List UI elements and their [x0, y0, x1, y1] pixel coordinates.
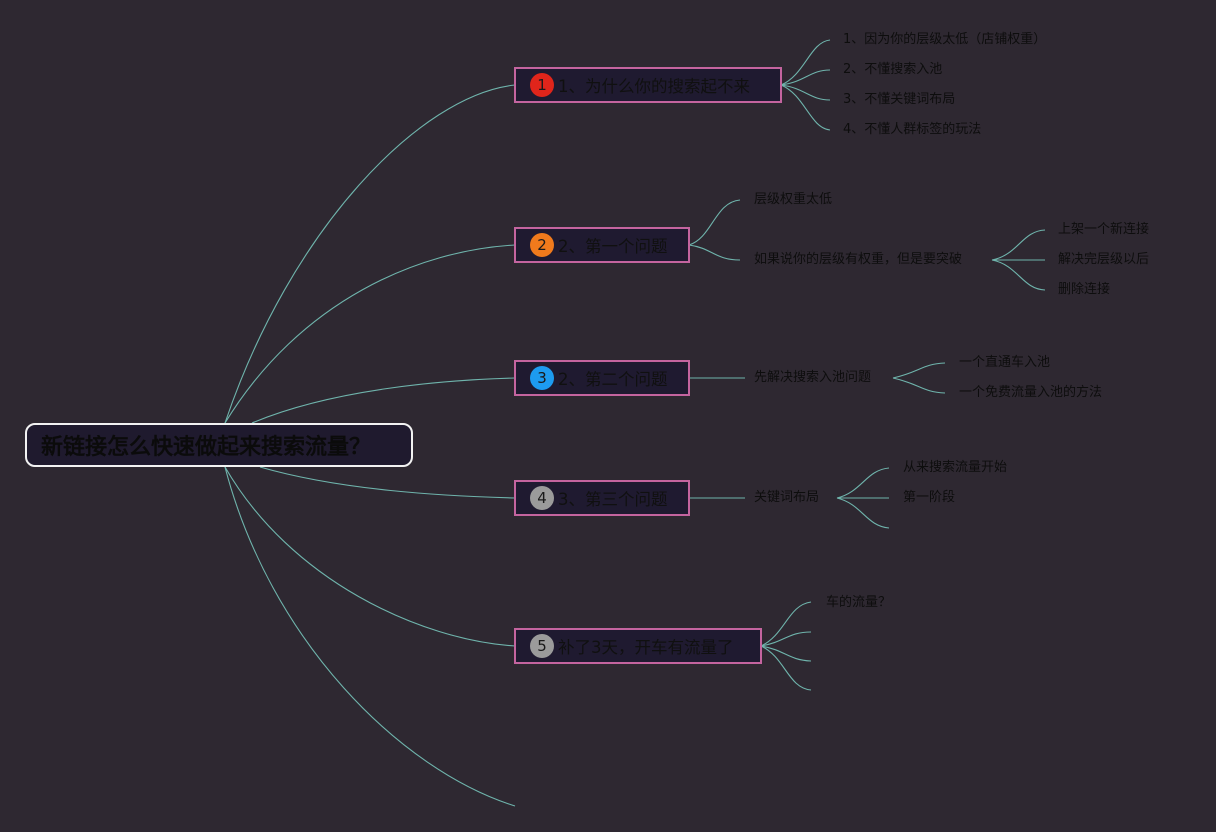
topic-2-child-2[interactable]: 如果说你的层级有权重，但是要突破: [754, 252, 963, 267]
topic-3-number-badge: 3: [530, 366, 554, 390]
topic-4[interactable]: 4 3、第三个问题: [514, 480, 690, 516]
topic-2-grandchild-1[interactable]: 上架一个新连接: [1058, 222, 1150, 237]
topic-4-number-badge: 4: [530, 486, 554, 510]
topic-1-label: 1、为什么你的搜索起不来: [558, 77, 750, 96]
connector-root-topic1: [224, 84, 516, 424]
topic-4-grandchild-1[interactable]: 从来搜索流量开始: [903, 460, 1008, 475]
topic-4-label: 3、第三个问题: [558, 490, 668, 509]
connector-root-empty: [224, 466, 516, 807]
connector-t1-c4: [780, 84, 831, 131]
topic-3-child-1[interactable]: 先解决搜索入池问题: [754, 370, 872, 385]
topic-1[interactable]: 1 1、为什么你的搜索起不来: [514, 67, 782, 103]
topic-1-number-badge: 1: [530, 73, 554, 97]
root-topic[interactable]: 新链接怎么快速做起来搜索流量？: [25, 423, 413, 467]
topic-5-child-1[interactable]: 车的流量？: [826, 595, 892, 610]
topic-3-grandchild-2[interactable]: 一个免费流量入池的方法: [959, 385, 1103, 400]
topic-2[interactable]: 2 2、第一个问题: [514, 227, 690, 263]
topic-1-child-2[interactable]: 2、不懂搜索入池: [843, 62, 943, 77]
topic-2-grandchild-3[interactable]: 删除连接: [1058, 282, 1111, 297]
topic-5[interactable]: 5 补了3天，开车有流量了: [514, 628, 762, 664]
connector-t5-c4: [760, 645, 812, 691]
topic-3-grandchild-1[interactable]: 一个直通车入池: [959, 355, 1051, 370]
topic-4-grandchild-2[interactable]: 第一阶段: [903, 490, 956, 505]
connector-t3-gc2: [892, 377, 946, 394]
topic-2-grandchild-2[interactable]: 解决完层级以后: [1058, 252, 1150, 267]
connector-t2-gc3: [991, 259, 1046, 291]
connector-root-topic5: [224, 466, 516, 647]
connector-t3-gc1: [892, 362, 946, 379]
connector-t4-gc1: [836, 467, 890, 499]
topic-1-child-3[interactable]: 3、不懂关键词布局: [843, 92, 956, 107]
connector-t1-c3: [780, 84, 831, 101]
connector-t1-c1: [780, 39, 831, 86]
connector-t2-c1: [688, 199, 741, 246]
topic-1-child-1[interactable]: 1、因为你的层级太低（店铺权重）: [843, 32, 1047, 47]
topic-2-number-badge: 2: [530, 233, 554, 257]
connector-t5-c2: [760, 631, 812, 647]
topic-4-child-1[interactable]: 关键词布局: [754, 490, 820, 505]
topic-3[interactable]: 3 2、第二个问题: [514, 360, 690, 396]
topic-1-child-4[interactable]: 4、不懂人群标签的玩法: [843, 122, 982, 137]
connector-t1-c2: [780, 69, 831, 86]
topic-3-label: 2、第二个问题: [558, 370, 668, 389]
connector-root-topic2: [224, 244, 516, 424]
connector-root-topic3: [251, 377, 516, 424]
topic-2-child-1[interactable]: 层级权重太低: [754, 192, 833, 207]
connector-t2-c2: [688, 244, 741, 261]
connector-t2-gc1: [991, 229, 1046, 261]
connector-root-topic4: [259, 466, 516, 499]
topic-5-label: 补了3天，开车有流量了: [558, 638, 734, 657]
topic-5-number-badge: 5: [530, 634, 554, 658]
connector-t4-gc3: [836, 497, 890, 529]
topic-2-label: 2、第一个问题: [558, 237, 668, 256]
connector-t5-c3: [760, 645, 812, 662]
connector-t5-c1: [760, 601, 812, 647]
root-topic-label: 新链接怎么快速做起来搜索流量？: [41, 435, 372, 460]
